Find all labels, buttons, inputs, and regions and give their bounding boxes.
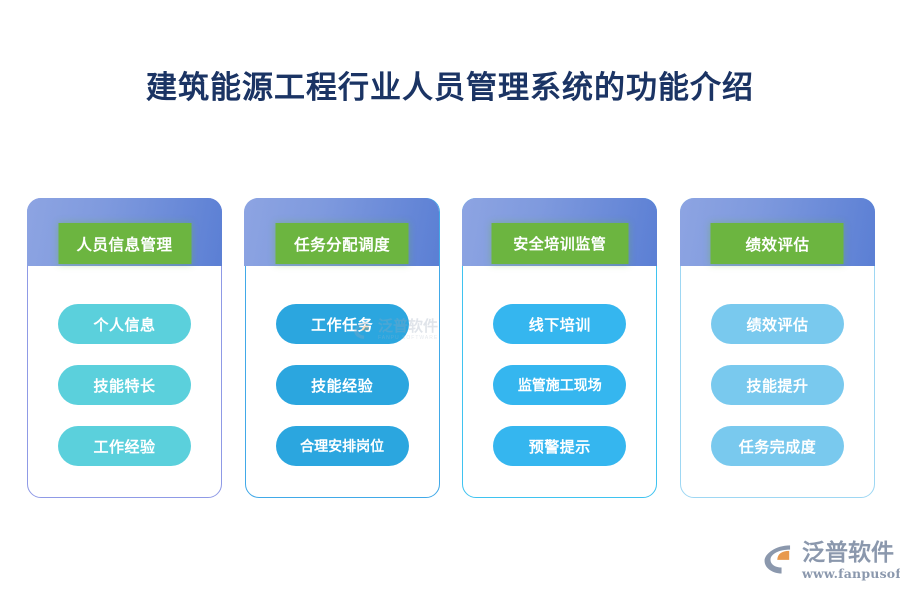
card-item-list: 个人信息 技能特长 工作经验 — [28, 304, 221, 466]
feature-card-performance-review[interactable]: 绩效评估 绩效评估 技能提升 任务完成度 — [679, 197, 875, 498]
card-badge-title: 安全培训监管 — [491, 223, 629, 264]
fanpu-logo-icon — [764, 545, 791, 574]
card-badge-title: 任务分配调度 — [275, 223, 409, 264]
feature-card-task-dispatch[interactable]: 任务分配调度 工作任务 技能经验 合理安排岗位 — [244, 197, 440, 498]
card-badge-title: 人员信息管理 — [58, 223, 191, 264]
list-item[interactable]: 工作经验 — [58, 426, 191, 466]
brand-text: 泛普软件 www.fanpusoft.com — [802, 539, 900, 582]
card-item-list: 工作任务 技能经验 合理安排岗位 — [246, 304, 439, 466]
list-item[interactable]: 技能提升 — [710, 365, 844, 405]
list-item[interactable]: 合理安排岗位 — [275, 426, 409, 466]
brand-logo: 泛普软件 www.fanpusoft.com — [762, 539, 900, 582]
feature-cards-row: 人员信息管理 个人信息 技能特长 工作经验 任务分配调度 工作任务 技能经验 合… — [26, 197, 875, 498]
list-item[interactable]: 线下培训 — [493, 304, 627, 344]
card-item-list: 线下培训 监管施工现场 预警提示 — [463, 304, 656, 466]
list-item[interactable]: 绩效评估 — [710, 304, 844, 344]
list-item[interactable]: 监管施工现场 — [493, 365, 627, 405]
feature-card-personnel-info[interactable]: 人员信息管理 个人信息 技能特长 工作经验 — [26, 197, 222, 498]
list-item[interactable]: 技能特长 — [58, 365, 191, 405]
list-item[interactable]: 预警提示 — [493, 426, 627, 466]
list-item[interactable]: 任务完成度 — [710, 426, 844, 466]
brand-name: 泛普软件 — [802, 539, 894, 566]
card-badge-title: 绩效评估 — [710, 223, 844, 264]
page-title: 建筑能源工程行业人员管理系统的功能介绍 — [146, 70, 754, 106]
feature-card-safety-training[interactable]: 安全培训监管 线下培训 监管施工现场 预警提示 — [461, 197, 658, 498]
card-item-list: 绩效评估 技能提升 任务完成度 — [681, 304, 874, 466]
list-item[interactable]: 技能经验 — [275, 365, 409, 405]
list-item[interactable]: 工作任务 — [275, 304, 409, 344]
brand-url: www.fanpusoft.com — [802, 566, 900, 582]
list-item[interactable]: 个人信息 — [58, 304, 191, 344]
